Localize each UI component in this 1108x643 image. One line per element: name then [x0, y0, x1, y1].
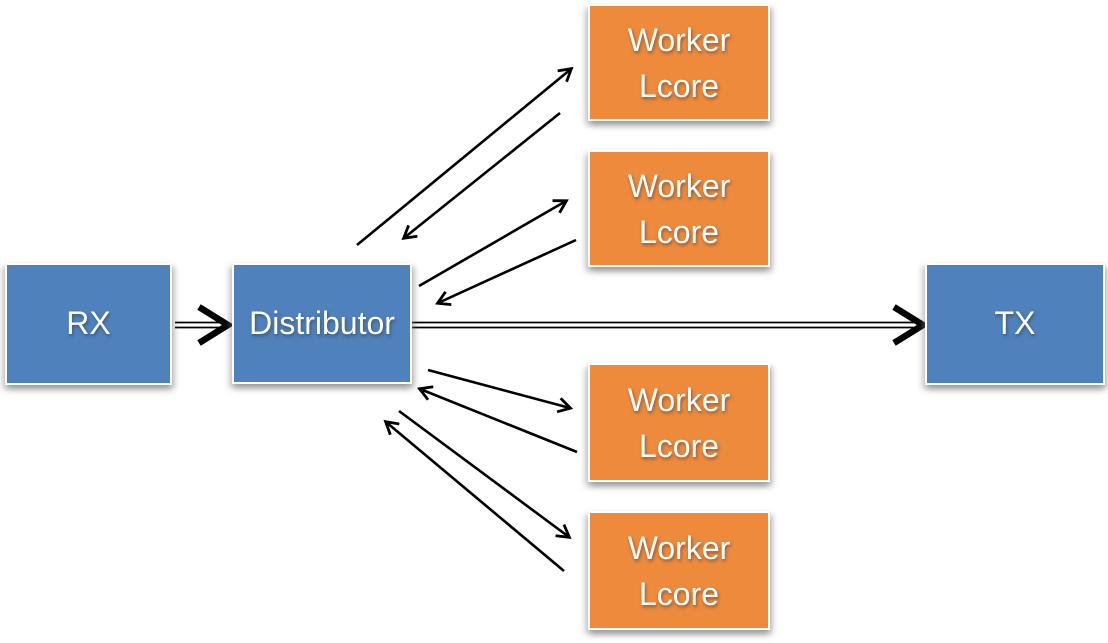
edge-distributor-to-worker-4 — [398, 409, 572, 539]
edge-distributor-to-worker-2 — [418, 199, 569, 288]
edge-distributor-to-tx — [412, 304, 930, 346]
edge-worker-2-to-distributor — [435, 238, 577, 306]
edge-worker-1-to-distributor — [401, 111, 561, 241]
edge-rx-to-distributor — [175, 304, 235, 346]
node-tx: TX — [925, 263, 1105, 385]
node-rx: RX — [5, 263, 172, 385]
node-worker-1-label-line2: Lcore — [638, 67, 720, 104]
node-worker-1-label-line1: Worker — [627, 21, 731, 58]
node-worker-1: Worker Lcore — [588, 4, 770, 121]
node-worker-4-label-line1: Worker — [627, 529, 731, 566]
edge-distributor-to-worker-1 — [356, 66, 574, 247]
node-tx-label: TX — [994, 305, 1036, 342]
edge-worker-4-to-distributor — [383, 419, 565, 572]
node-worker-2: Worker Lcore — [588, 150, 770, 267]
node-worker-4-label-line2: Lcore — [638, 575, 720, 612]
node-rx-label: RX — [66, 305, 111, 342]
node-worker-2-label-line1: Worker — [627, 167, 731, 204]
node-worker-2-label-line2: Lcore — [638, 213, 720, 250]
node-distributor-label: Distributor — [249, 304, 395, 341]
edge-worker-3-to-distributor — [416, 385, 578, 454]
node-worker-3-label-line1: Worker — [627, 381, 731, 418]
node-worker-3-label-line2: Lcore — [638, 427, 720, 464]
node-distributor: Distributor — [232, 263, 412, 384]
node-worker-4: Worker Lcore — [588, 511, 770, 630]
edge-distributor-to-worker-3 — [427, 368, 574, 414]
node-worker-3: Worker Lcore — [588, 363, 770, 482]
